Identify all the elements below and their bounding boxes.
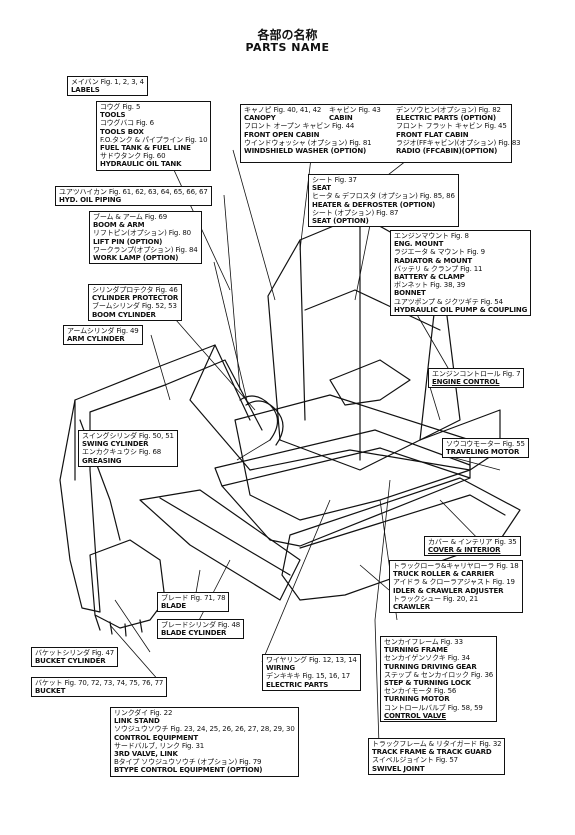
cab-mid (304, 289, 441, 331)
label-arm-cylinder: アームシリンダ Fig. 49 ARM CYLINDER (63, 325, 143, 346)
electric-column: デンソウヒン(オプション) Fig. 82 ELECTRIC PARTS (OP… (396, 106, 521, 156)
label-blade: ブレード Fig. 71, 78 BLADE (157, 592, 230, 613)
cabin-column: キャビン Fig. 43 CABIN (329, 106, 381, 123)
label-turning-group: センカイフレーム Fig. 33 TURNING FRAME センカイゲンソクキ… (380, 636, 498, 723)
blade-edge (159, 497, 291, 576)
bucket (89, 539, 166, 629)
boom-cylinder-line (189, 344, 251, 471)
page-title-jp: 各部の名称 (257, 28, 318, 42)
body-line (249, 449, 471, 471)
front-track-inner (299, 494, 506, 549)
seat-shape (329, 359, 411, 406)
cab-frame (267, 214, 461, 471)
label-frame-group: トラックフレーム & リタイガード Fig. 32 TRACK FRAME & … (368, 738, 506, 775)
label-engine-group: エンジンマウント Fig. 8 ENG. MOUNT ラジエータ & マウント … (390, 230, 532, 317)
page-title-en: PARTS NAME (245, 41, 330, 54)
arm (59, 399, 101, 613)
label-cab-electric-group: キャノピ Fig. 40, 41, 42 CANOPY フロント オープン キャ… (240, 104, 521, 163)
label-link-group: リンクダイ Fig. 22 LINK STAND ソウジュウソウチ Fig. 2… (110, 707, 299, 777)
bucket-teeth (94, 614, 143, 637)
rear-track (214, 429, 471, 487)
label-tools-group: コウグ Fig. 5 TOOLS コウグバコ Fig. 6 TOOLS BOX … (96, 101, 212, 171)
blade (139, 489, 301, 601)
boom-upper (74, 344, 251, 481)
label-cylinder-group: シリンダプロテクタ Fig. 46 CYLINDER PROTECTOR ブーム… (88, 284, 183, 321)
upper-body (234, 394, 471, 521)
label-boom-group: ブーム & アーム Fig. 69 BOOM & ARM リフトピン(オプション… (89, 211, 202, 265)
label-traveling-motor: ソウコウモーター Fig. 55 TRAVELING MOTOR (442, 438, 529, 459)
label-wiring-group: ワイヤリング Fig. 12, 13, 14 WIRING デンキキキ Fig.… (262, 654, 361, 691)
label-hyd-piping: ユアツハイカン Fig. 61, 62, 63, 64, 65, 66, 67 … (55, 186, 212, 207)
rear-track-lower (221, 477, 471, 547)
label-engine-control: エンジンコントロール Fig. 7 ENGINE CONTROL (428, 368, 525, 389)
hose-2 (245, 400, 284, 446)
label-swing-group: スイングシリンダ Fig. 50, 51 SWING CYLINDER エンカク… (78, 430, 178, 467)
hose-1 (239, 395, 279, 441)
bonnet (419, 409, 501, 471)
label-seat-group: シート Fig. 37 SEAT ヒータ & デフロスタ (オプション) Fig… (308, 174, 459, 228)
label-track-group: トラックローラ&キャリヤローラ Fig. 18 TRUCK ROLLER & C… (389, 560, 523, 614)
label-labels: メイバン Fig. 1, 2, 3, 4 LABELS (67, 76, 148, 97)
label-bucket: バケット Fig. 70, 72, 73, 74, 75, 76, 77 BUC… (31, 677, 168, 698)
label-cover: カバー & インテリア Fig. 35 COVER & INTERIOR (424, 536, 521, 557)
label-bucket-cylinder: バケットシリンダ Fig. 47 BUCKET CYLINDER (31, 647, 119, 668)
cab-column: キャノピ Fig. 40, 41, 42 CANOPY フロント オープン キャ… (244, 106, 372, 156)
label-blade-cylinder: ブレードシリンダ Fig. 48 BLADE CYLINDER (157, 619, 245, 640)
